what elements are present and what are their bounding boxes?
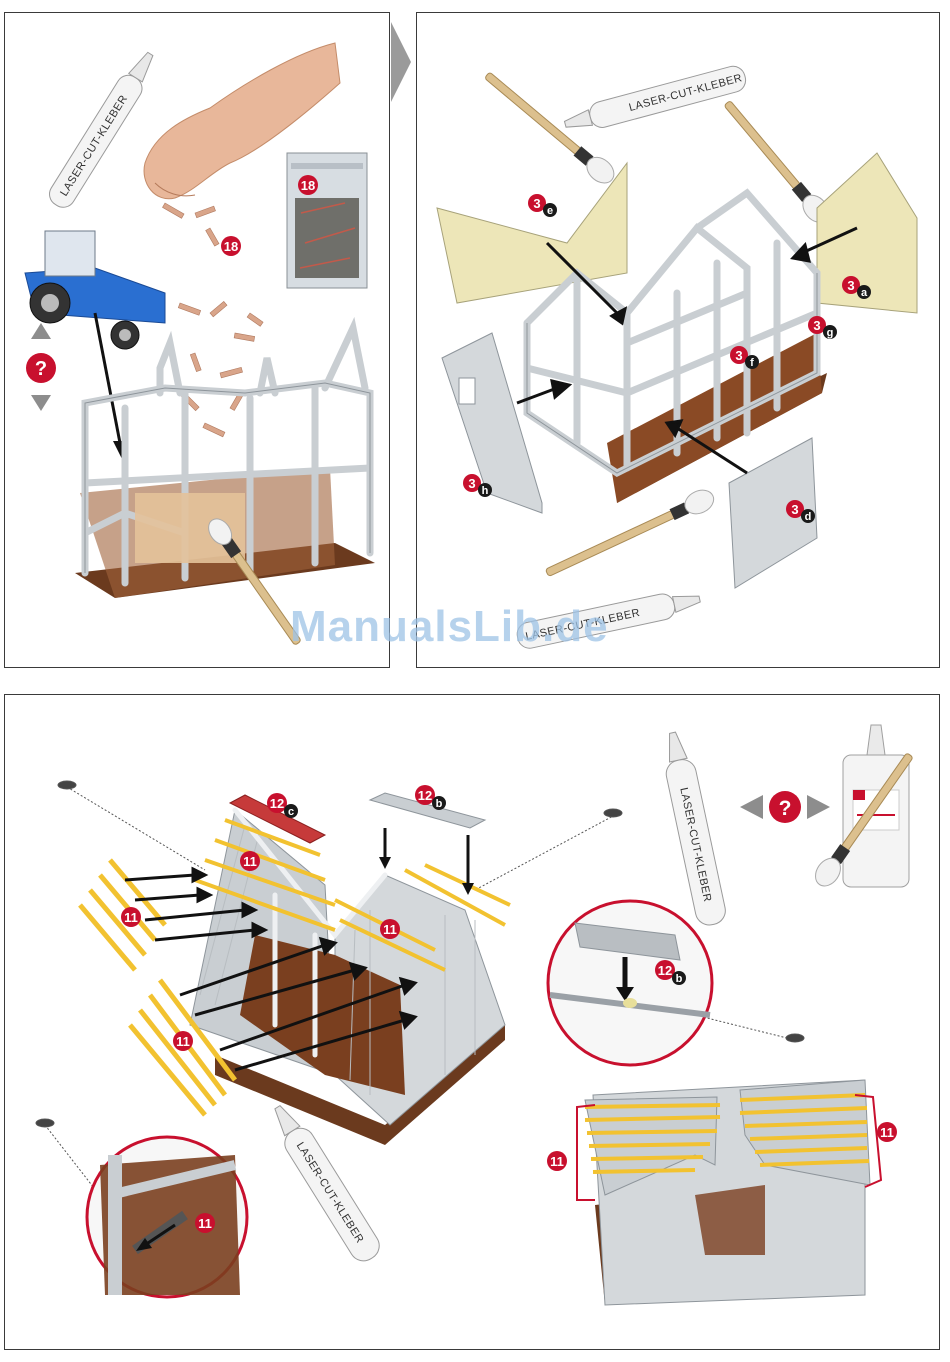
- badge-11: 11: [877, 1122, 897, 1142]
- brush-icon: [542, 486, 717, 583]
- svg-text:?: ?: [35, 358, 47, 380]
- badge-number: 11: [176, 1034, 190, 1049]
- house-frame: [190, 810, 505, 1145]
- detail-zoom-circle: [87, 1137, 247, 1297]
- house-roof-view: [577, 1080, 881, 1305]
- badge-number: 11: [198, 1216, 212, 1231]
- svg-text:?: ?: [779, 797, 792, 820]
- badge-letter: c: [288, 806, 294, 818]
- badge-11: 11: [380, 919, 400, 939]
- badge-11: 11: [195, 1213, 215, 1233]
- panel-1-illustration: LASER-CUT-KLEBER: [5, 13, 389, 667]
- badge-11: 11: [121, 907, 141, 927]
- next-step-chevron-icon: [391, 22, 413, 102]
- question-icon: ?: [740, 791, 830, 823]
- badge-11: 11: [547, 1151, 567, 1171]
- badge-letter: a: [861, 287, 868, 299]
- glue-tube-label: LASER-CUT-KLEBER: [58, 93, 130, 198]
- badge-number: 3: [533, 196, 540, 211]
- glue-tube-icon: LASER-CUT-KLEBER: [562, 64, 748, 137]
- badge-number: 11: [124, 910, 138, 925]
- watermark: ManualsLib.de: [290, 602, 609, 652]
- badge-number: 3: [813, 318, 820, 333]
- house-frame: [75, 328, 375, 598]
- badge-11: 11: [173, 1031, 193, 1051]
- badge-number: 11: [243, 854, 257, 869]
- badge: 18: [298, 175, 318, 195]
- badge-number: 18: [224, 239, 238, 254]
- badge: 18: [221, 236, 241, 256]
- badge-number: 11: [550, 1154, 564, 1169]
- bag-icon: [287, 153, 367, 288]
- glue-tube-icon: LASER-CUT-KLEBER: [45, 47, 161, 212]
- brush-icon: [480, 67, 619, 189]
- panel-2-illustration: LASER-CUT-KLEBER: [417, 13, 939, 667]
- badge-3e: 3 e: [528, 194, 557, 217]
- detail-zoom-circle: [548, 901, 712, 1065]
- badge-number: 3: [847, 278, 854, 293]
- badge-number: 11: [880, 1125, 894, 1140]
- badge-letter: g: [827, 327, 834, 339]
- badge-letter: b: [436, 798, 443, 810]
- badge-number: 12: [270, 796, 284, 811]
- badge-letter: e: [547, 205, 553, 217]
- glue-tube-label: LASER-CUT-KLEBER: [294, 1140, 366, 1245]
- badge-number: 12: [418, 788, 432, 803]
- panel-3-illustration: LASER-CUT-KLEBER ? LASER-CUT-KLEBER: [5, 695, 939, 1349]
- badge-number: 3: [735, 348, 742, 363]
- badge-number: 12: [658, 963, 672, 978]
- badge-letter: d: [805, 511, 812, 523]
- badge-letter: b: [676, 973, 683, 985]
- step-panel-scatter: LASER-CUT-KLEBER: [4, 12, 390, 668]
- badge-number: 3: [468, 476, 475, 491]
- badge-number: 3: [791, 502, 798, 517]
- step-panel-walls: LASER-CUT-KLEBER: [416, 12, 940, 668]
- wall-panel-straw: [437, 163, 627, 303]
- badge-number: 18: [301, 178, 315, 193]
- badge-number: 11: [383, 922, 397, 937]
- badge-letter: h: [482, 485, 489, 497]
- question-icon: ?: [26, 323, 56, 411]
- badge-letter: f: [750, 357, 754, 369]
- glue-tube-icon: LASER-CUT-KLEBER: [658, 730, 728, 928]
- brush-icon: [719, 96, 834, 227]
- badge-11: 11: [240, 851, 260, 871]
- step-panel-roof: LASER-CUT-KLEBER ? LASER-CUT-KLEBER: [4, 694, 940, 1350]
